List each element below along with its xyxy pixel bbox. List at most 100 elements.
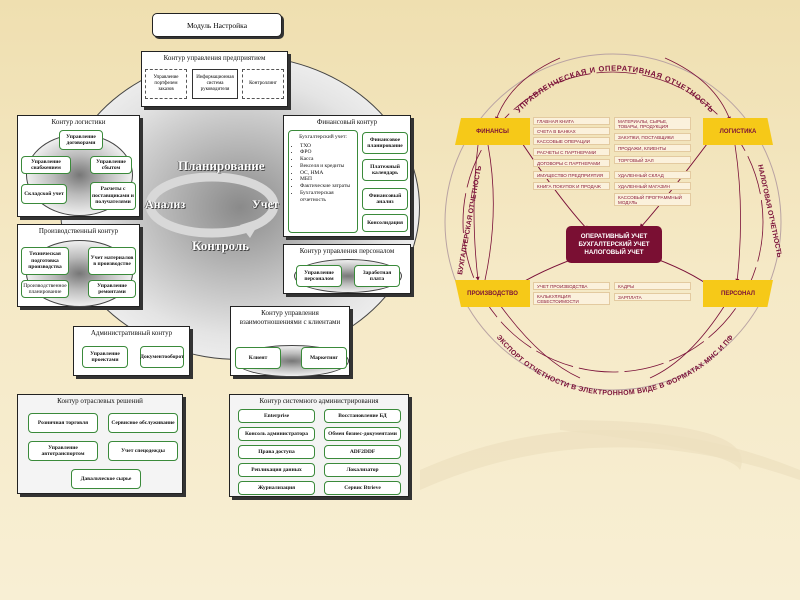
finance-item[interactable]: ДОГОВОРЫ С ПАРТНЕРАМИ <box>533 159 610 167</box>
personnel-item[interactable]: КАДРЫ <box>614 282 691 290</box>
personnel-title: Контур управления персоналом <box>299 247 395 255</box>
logistics-item[interactable]: Расчеты с поставщиками и получателями <box>90 182 136 210</box>
personnel-contour: Контур управления персоналом Управление … <box>283 244 411 294</box>
enterprise-item[interactable]: Контроллинг <box>242 69 284 99</box>
production-title: Производственный контур <box>38 227 119 235</box>
sysadmin-title: Контур системного администрирования <box>259 397 379 405</box>
sysadmin-item[interactable]: Восстановление БД <box>324 409 401 423</box>
production-item[interactable]: Техническая подготовка производства <box>21 247 69 275</box>
production-item[interactable]: Производственное планирование <box>21 280 69 298</box>
enterprise-item[interactable]: Управление портфелем заказов <box>145 69 187 99</box>
finance-item[interactable]: Платежный календарь <box>362 159 408 181</box>
accounting-item: ТХО <box>300 143 354 150</box>
crm-item[interactable]: Маркетинг <box>301 347 347 369</box>
industry-item[interactable]: Давальческое сырье <box>71 469 141 489</box>
accounting-title: Бухгалтерский учет: <box>299 134 347 140</box>
center-accounting[interactable]: ОПЕРАТИВНЫЙ УЧЕТ БУХГАЛТЕРСКИЙ УЧЕТ НАЛО… <box>566 226 662 263</box>
crm-contour: Контур управления взаимоотношениями с кл… <box>230 306 350 377</box>
accounting-item: МБП <box>300 176 354 183</box>
logistics-item[interactable]: МАТЕРИАЛЫ, СЫРЬЕ, ТОВАРЫ, ПРОДУКЦИЯ <box>614 117 691 130</box>
finance-item[interactable]: СЧЕТА В БАНКАХ <box>533 127 610 135</box>
finance-item[interactable]: Финансовое планирование <box>362 132 408 154</box>
logistics-item[interactable]: ЗАКУПКИ, ПОСТАВЩИКИ <box>614 133 691 141</box>
industry-item[interactable]: Управление автотранспортом <box>28 441 98 461</box>
finance-item[interactable]: КАССОВЫЕ ОПЕРАЦИИ <box>533 137 610 145</box>
sysadmin-item[interactable]: Локализатор <box>324 463 401 477</box>
finance-item[interactable]: Консолидация <box>362 214 408 232</box>
industry-title: Контур отраслевых решений <box>57 397 143 405</box>
logistics-item[interactable]: Складской учет <box>21 184 67 204</box>
sysadmin-item[interactable]: Репликация данных <box>238 463 315 477</box>
personnel-item[interactable]: Заработная плата <box>354 265 400 287</box>
enterprise-contour: Контур управления предприятием Управлени… <box>141 51 288 107</box>
cycle-planning: Планирование <box>178 158 265 173</box>
sysadmin-item[interactable]: Журнализация <box>238 481 315 495</box>
module-personnel[interactable]: ПЕРСОНАЛ <box>703 280 773 307</box>
sysadmin-item[interactable]: Сервис Btrieve <box>324 481 401 495</box>
logistics-title: Контур логистики <box>51 118 106 126</box>
accounting-list: ТХО ФРО Касса Векселя и кредиты ОС, НМА … <box>292 143 354 204</box>
industry-contour: Контур отраслевых решений Розничная торг… <box>17 394 183 494</box>
personnel-item[interactable]: ЗАРПЛАТА <box>614 293 691 301</box>
remote-item[interactable]: УДАЛЕННЫЙ СКЛАД <box>614 171 691 179</box>
remote-item[interactable]: УДАЛЕННЫЙ МАГАЗИН <box>614 182 691 190</box>
finance-item[interactable]: ГЛАВНАЯ КНИГА <box>533 117 610 125</box>
svg-text:УПРАВЛЕНЧЕСКАЯ И ОПЕРАТИВНАЯ О: УПРАВЛЕНЧЕСКАЯ И ОПЕРАТИВНАЯ ОТЧЕТНОСТЬ <box>514 64 716 115</box>
sysadmin-contour: Контур системного администрирования Ente… <box>229 394 409 497</box>
admin-title: Административный контур <box>90 329 173 337</box>
sysadmin-item[interactable]: Обмен бизнес-документами <box>324 427 401 441</box>
finance-item[interactable]: РАСЧЕТЫ С ПАРТНЕРАМИ <box>533 148 610 156</box>
industry-item[interactable]: Учет спецодежды <box>108 441 178 461</box>
accounting-item: Касса <box>300 156 354 163</box>
logistics-item[interactable]: ТОРГОВЫЙ ЗАЛ <box>614 156 691 164</box>
enterprise-title: Контур управления предприятием <box>163 54 266 62</box>
accounting-item: Фактические затраты <box>300 183 354 190</box>
accounting-box[interactable]: Бухгалтерский учет: ТХО ФРО Касса Вексел… <box>288 130 358 233</box>
admin-item[interactable]: Документооборот <box>140 346 184 368</box>
accounting-item: ОС, НМА <box>300 170 354 177</box>
module-logistics[interactable]: ЛОГИСТИКА <box>703 118 773 145</box>
ring-label-bottom: ЭКСПОРТ ОТЧЕТНОСТИ В ЭЛЕКТРОННОМ ВИДЕ В … <box>495 334 735 397</box>
ring-label-left: БУХГАЛТЕРСКАЯ ОТЧЕТНОСТЬ <box>457 165 483 275</box>
admin-contour: Административный контур Управление проек… <box>73 326 190 376</box>
finance-item[interactable]: ИМУЩЕСТВО ПРЕДПРИЯТИЯ <box>533 171 610 179</box>
sysadmin-item[interactable]: ADF2DDF <box>324 445 401 459</box>
crm-item[interactable]: Клиент <box>235 347 281 369</box>
personnel-item[interactable]: Управление персоналом <box>296 265 342 287</box>
production-item[interactable]: Учет материалов в производстве <box>88 247 136 275</box>
finance-item[interactable]: Финансовый анализ <box>362 188 408 210</box>
accounting-item: Векселя и кредиты <box>300 163 354 170</box>
center-line: НАЛОГОВЫЙ УЧЕТ <box>584 248 644 256</box>
logistics-item[interactable]: Управление снабжением <box>21 156 71 174</box>
enterprise-item[interactable]: Информационная система руководителя <box>192 69 238 99</box>
finance-contour: Финансовый контур Бухгалтерский учет: ТХ… <box>283 115 411 237</box>
industry-item[interactable]: Розничная торговля <box>28 413 98 433</box>
industry-item[interactable]: Сервисное обслуживание <box>108 413 178 433</box>
module-settings[interactable]: Модуль Настройка <box>152 13 282 37</box>
sysadmin-item[interactable]: Enterprise <box>238 409 315 423</box>
center-line: БУХГАЛТЕРСКИЙ УЧЕТ <box>578 240 650 248</box>
finance-title: Финансовый контур <box>316 118 378 126</box>
ring-label-right: НАЛОГОВАЯ ОТЧЕТНОСТЬ <box>756 164 783 258</box>
module-finance[interactable]: ФИНАНСЫ <box>455 118 530 145</box>
sysadmin-item[interactable]: Права доступа <box>238 445 315 459</box>
ring-label-top: УПРАВЛЕНЧЕСКАЯ И ОПЕРАТИВНАЯ ОТЧЕТНОСТЬ <box>514 64 716 115</box>
logistics-item[interactable]: Управление договорами <box>59 130 103 150</box>
module-production[interactable]: ПРОИЗВОДСТВО <box>455 280 530 307</box>
sysadmin-item[interactable]: Консоль администратора <box>238 427 315 441</box>
production-item[interactable]: КАЛЬКУЛЯЦИЯ СЕБЕСТОИМОСТИ <box>533 292 610 305</box>
remote-item[interactable]: КАССОВЫЙ ПРОГРАММНЫЙ МОДУЛЬ <box>614 193 691 206</box>
logistics-item[interactable]: ПРОДАЖИ, КЛИЕНТЫ <box>614 144 691 152</box>
logistics-item[interactable]: Управление сбытом <box>90 156 132 174</box>
admin-item[interactable]: Управление проектами <box>82 346 128 368</box>
production-item[interactable]: Управление ремонтами <box>88 280 136 298</box>
accounting-item: ФРО <box>300 149 354 156</box>
cycle-analysis: Анализ <box>145 197 186 211</box>
production-contour: Производственный контур Техническая подг… <box>17 224 140 307</box>
production-item[interactable]: УЧЕТ ПРОИЗВОДСТВА <box>533 282 610 290</box>
finance-item[interactable]: КНИГА ПОКУПОК И ПРОДАЖ <box>533 182 610 190</box>
